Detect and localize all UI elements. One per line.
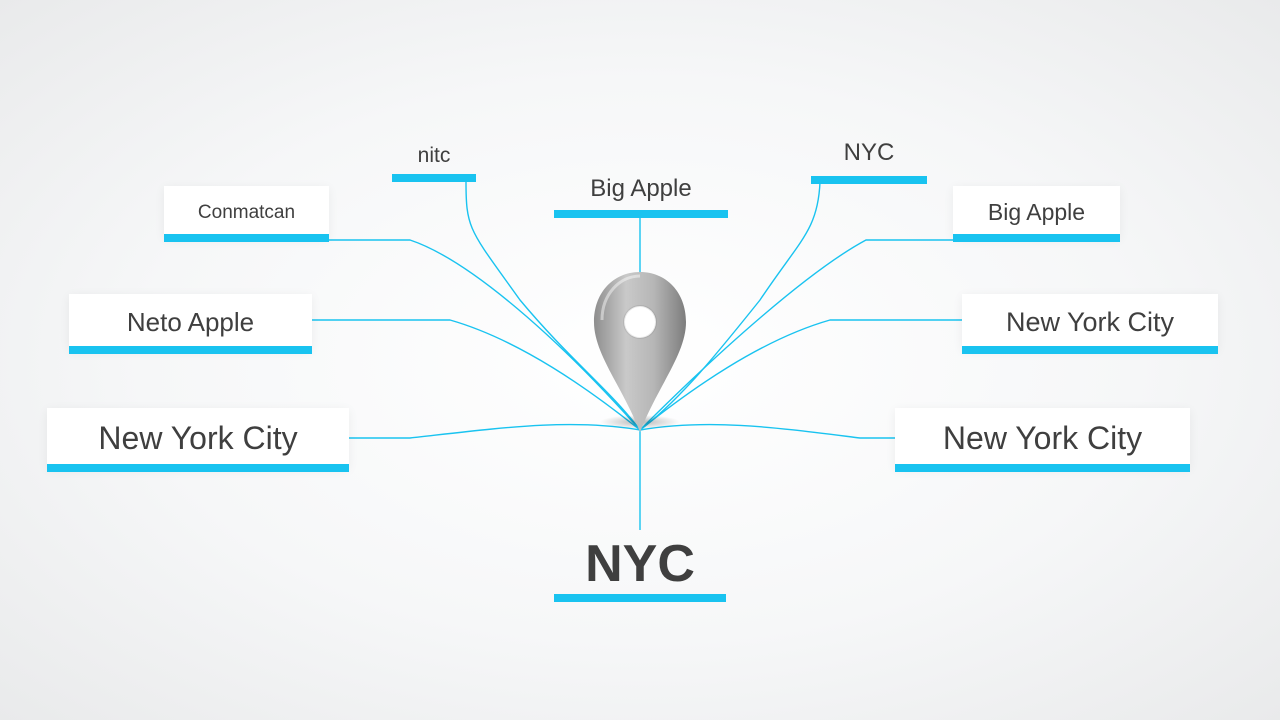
connector-line <box>329 239 641 431</box>
label-card-big-apple-right: Big Apple <box>953 186 1120 242</box>
label-underline <box>164 234 329 242</box>
connector-line <box>639 239 953 431</box>
label-underline <box>554 210 728 218</box>
label-text: nitc <box>417 143 451 167</box>
label-underline <box>69 346 312 354</box>
label-card-conmatcan: Conmatcan <box>164 186 329 242</box>
label-text: New York City <box>1005 306 1175 337</box>
label-text: Big Apple <box>590 175 692 202</box>
label-text: Neto Apple <box>126 307 255 337</box>
connector-line <box>312 319 641 431</box>
label-underline <box>554 594 726 602</box>
connector-line <box>639 181 821 431</box>
label-card-nyc-top: NYC <box>811 126 927 184</box>
map-pin-icon <box>594 272 686 432</box>
label-card-nyc-bottom: NYC <box>554 530 726 602</box>
label-underline <box>962 346 1218 354</box>
label-text: New York City <box>942 420 1143 456</box>
label-text: Big Apple <box>987 198 1086 225</box>
label-text: Conmatcan <box>197 201 296 223</box>
label-card-big-apple-top: Big Apple <box>554 164 728 218</box>
label-text: NYC <box>585 535 695 593</box>
connector-line <box>639 319 962 431</box>
label-card-new-york-city-right-lower: New York City <box>895 408 1190 472</box>
label-underline <box>392 174 476 182</box>
label-text: NYC <box>843 139 895 166</box>
label-card-new-york-city-right-upper: New York City <box>962 294 1218 354</box>
label-underline <box>811 176 927 184</box>
connector-line <box>465 181 641 431</box>
label-underline <box>953 234 1120 242</box>
label-card-neto-apple: Neto Apple <box>69 294 312 354</box>
label-text: New York City <box>98 420 298 456</box>
label-card-nitc: nitc <box>392 132 476 182</box>
label-card-new-york-city-left: New York City <box>47 408 349 472</box>
label-underline <box>895 464 1190 472</box>
label-underline <box>47 464 349 472</box>
